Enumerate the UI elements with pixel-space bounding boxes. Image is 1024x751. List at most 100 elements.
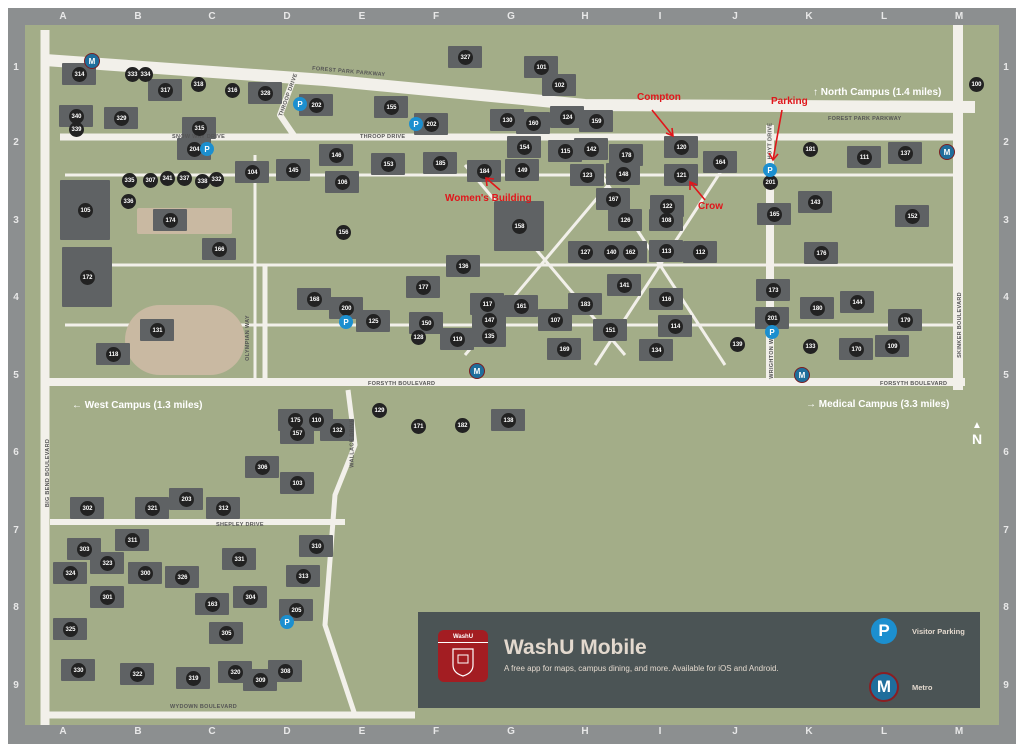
building-marker-100[interactable]: 100 [969, 77, 984, 92]
building-marker-159[interactable]: 159 [589, 114, 604, 129]
building-marker-338[interactable]: 338 [195, 174, 210, 189]
north-campus-direction[interactable]: ↑ North Campus (1.4 miles) [813, 87, 941, 98]
building-marker-124[interactable]: 124 [560, 110, 575, 125]
building-marker-118[interactable]: 118 [106, 347, 121, 362]
parking-icon[interactable]: P [765, 325, 779, 339]
building-marker-205[interactable]: 205 [289, 603, 304, 618]
building-marker-177[interactable]: 177 [416, 280, 431, 295]
building-marker-305[interactable]: 305 [219, 626, 234, 641]
building-marker-139[interactable]: 139 [730, 337, 745, 352]
building-marker-169[interactable]: 169 [557, 342, 572, 357]
building-marker-180[interactable]: 180 [810, 301, 825, 316]
building-marker-184[interactable]: 184 [477, 164, 492, 179]
building-marker-163[interactable]: 163 [205, 597, 220, 612]
building-marker-131[interactable]: 131 [150, 323, 165, 338]
building-marker-316[interactable]: 316 [225, 83, 240, 98]
building-marker-117[interactable]: 117 [480, 297, 495, 312]
building-marker-181[interactable]: 181 [803, 142, 818, 157]
building-marker-341[interactable]: 341 [160, 171, 175, 186]
building-marker-160[interactable]: 160 [526, 116, 541, 131]
building-marker-310[interactable]: 310 [309, 539, 324, 554]
parking-icon[interactable]: P [763, 163, 777, 177]
building-marker-335[interactable]: 335 [122, 173, 137, 188]
building-marker-304[interactable]: 304 [243, 590, 258, 605]
building-marker-135[interactable]: 135 [482, 329, 497, 344]
building-marker-311[interactable]: 311 [125, 533, 140, 548]
building-marker-140[interactable]: 140 [604, 245, 619, 260]
building-marker-151[interactable]: 151 [603, 323, 618, 338]
building-marker-178[interactable]: 178 [619, 148, 634, 163]
building-marker-336[interactable]: 336 [121, 194, 136, 209]
parking-icon[interactable]: P [409, 117, 423, 131]
building-marker-201[interactable]: 201 [765, 311, 780, 326]
building-marker-202[interactable]: 202 [309, 98, 324, 113]
building-marker-324[interactable]: 324 [63, 566, 78, 581]
building-marker-202[interactable]: 202 [424, 117, 439, 132]
building-marker-104[interactable]: 104 [245, 165, 260, 180]
building-marker-106[interactable]: 106 [335, 175, 350, 190]
building-marker-150[interactable]: 150 [419, 316, 434, 331]
building-marker-317[interactable]: 317 [158, 83, 173, 98]
building-marker-123[interactable]: 123 [580, 168, 595, 183]
building-marker-318[interactable]: 318 [191, 77, 206, 92]
building-marker-329[interactable]: 329 [114, 111, 129, 126]
building-marker-168[interactable]: 168 [307, 292, 322, 307]
building-marker-331[interactable]: 331 [232, 552, 247, 567]
parking-icon[interactable]: P [280, 615, 294, 629]
west-campus-direction[interactable]: ← West Campus (1.3 miles) [72, 400, 202, 411]
building-marker-183[interactable]: 183 [578, 297, 593, 312]
building-marker-172[interactable]: 172 [80, 270, 95, 285]
building-marker-320[interactable]: 320 [228, 665, 243, 680]
building-marker-319[interactable]: 319 [186, 671, 201, 686]
building-marker-121[interactable]: 121 [674, 168, 689, 183]
building-marker-115[interactable]: 115 [558, 144, 573, 159]
building-marker-108[interactable]: 108 [659, 213, 674, 228]
building-marker-313[interactable]: 313 [296, 569, 311, 584]
building-marker-153[interactable]: 153 [381, 157, 396, 172]
building-marker-114[interactable]: 114 [668, 319, 683, 334]
building-marker-323[interactable]: 323 [100, 556, 115, 571]
building-marker-167[interactable]: 167 [606, 192, 621, 207]
building-marker-302[interactable]: 302 [80, 501, 95, 516]
building-marker-328[interactable]: 328 [258, 86, 273, 101]
building-marker-144[interactable]: 144 [850, 295, 865, 310]
building-marker-101[interactable]: 101 [534, 60, 549, 75]
building-marker-173[interactable]: 173 [766, 283, 781, 298]
building-marker-141[interactable]: 141 [617, 278, 632, 293]
building-marker-128[interactable]: 128 [411, 330, 426, 345]
building-marker-175[interactable]: 175 [288, 413, 303, 428]
building-marker-158[interactable]: 158 [512, 219, 527, 234]
building-marker-321[interactable]: 321 [145, 501, 160, 516]
building-marker-107[interactable]: 107 [548, 313, 563, 328]
metro-icon[interactable]: M [469, 363, 485, 379]
building-marker-312[interactable]: 312 [216, 501, 231, 516]
building-marker-166[interactable]: 166 [212, 242, 227, 257]
building-marker-309[interactable]: 309 [253, 673, 268, 688]
building-marker-162[interactable]: 162 [623, 245, 638, 260]
building-marker-145[interactable]: 145 [286, 163, 301, 178]
building-marker-111[interactable]: 111 [857, 150, 872, 165]
building-marker-110[interactable]: 110 [309, 413, 324, 428]
building-marker-164[interactable]: 164 [713, 155, 728, 170]
building-marker-157[interactable]: 157 [290, 426, 305, 441]
building-marker-142[interactable]: 142 [584, 142, 599, 157]
building-marker-325[interactable]: 325 [63, 622, 78, 637]
building-marker-314[interactable]: 314 [72, 67, 87, 82]
building-marker-185[interactable]: 185 [433, 156, 448, 171]
building-marker-300[interactable]: 300 [138, 566, 153, 581]
building-marker-133[interactable]: 133 [803, 339, 818, 354]
building-marker-103[interactable]: 103 [290, 476, 305, 491]
building-marker-132[interactable]: 132 [330, 423, 345, 438]
building-marker-116[interactable]: 116 [659, 292, 674, 307]
medical-campus-direction[interactable]: → Medical Campus (3.3 miles) [806, 399, 949, 410]
building-marker-120[interactable]: 120 [674, 140, 689, 155]
building-marker-136[interactable]: 136 [456, 259, 471, 274]
building-marker-122[interactable]: 122 [660, 199, 675, 214]
building-marker-301[interactable]: 301 [100, 590, 115, 605]
building-marker-161[interactable]: 161 [514, 299, 529, 314]
metro-icon[interactable]: M [794, 367, 810, 383]
building-marker-147[interactable]: 147 [482, 313, 497, 328]
building-marker-165[interactable]: 165 [767, 207, 782, 222]
building-marker-200[interactable]: 200 [339, 301, 354, 316]
building-marker-138[interactable]: 138 [501, 413, 516, 428]
